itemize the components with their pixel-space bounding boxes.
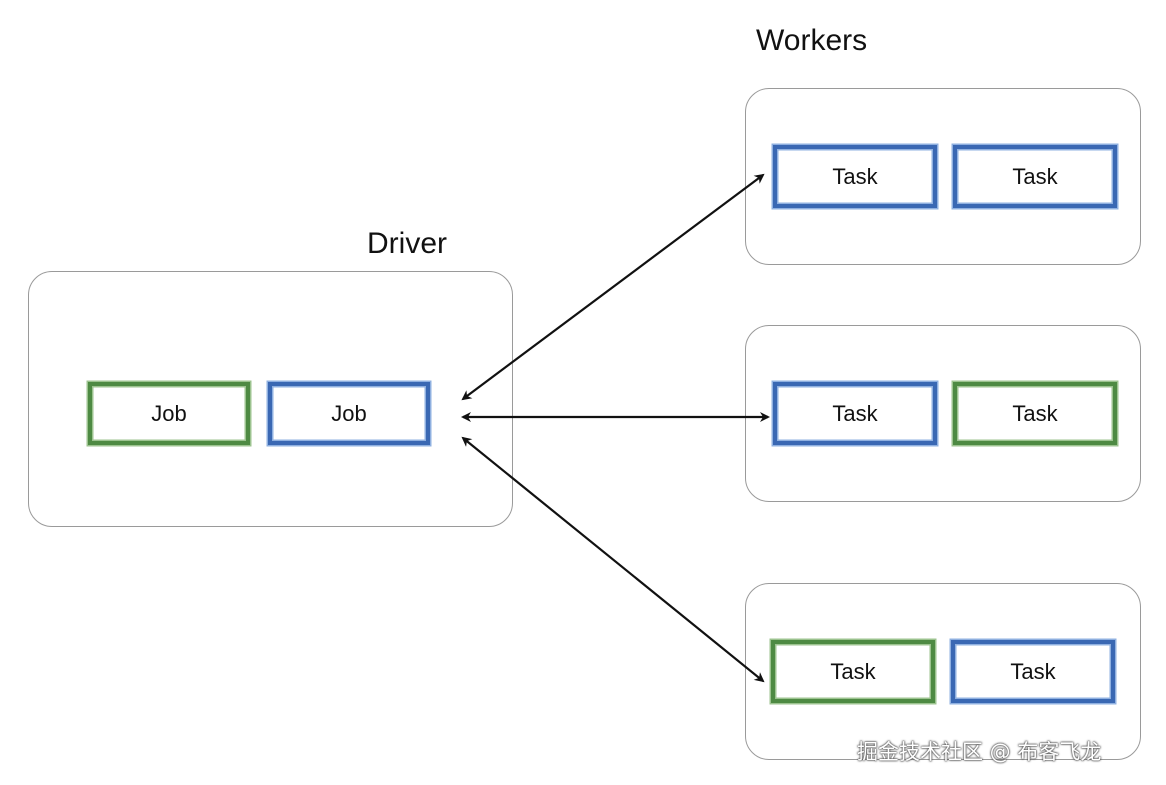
worker-task-box: Task	[953, 145, 1117, 208]
worker-task-box: Task	[773, 382, 937, 445]
worker-task-box: Task	[951, 640, 1115, 703]
task-label: Task	[1012, 163, 1058, 189]
driver-title: Driver	[367, 227, 447, 260]
watermark: 掘金技术社区 @ 布客飞龙	[857, 740, 1102, 764]
job-label: Job	[151, 400, 187, 426]
driver-job-box: Job	[88, 382, 250, 445]
worker-task-box: Task	[771, 640, 935, 703]
task-label: Task	[1012, 400, 1058, 426]
task-label: Task	[1010, 658, 1056, 684]
workers-title: Workers	[756, 24, 868, 57]
task-label: Task	[832, 400, 878, 426]
worker-task-box: Task	[773, 145, 937, 208]
task-label: Task	[830, 658, 876, 684]
job-label: Job	[331, 400, 367, 426]
task-label: Task	[832, 163, 878, 189]
driver-job-box: Job	[268, 382, 430, 445]
worker-task-box: Task	[953, 382, 1117, 445]
